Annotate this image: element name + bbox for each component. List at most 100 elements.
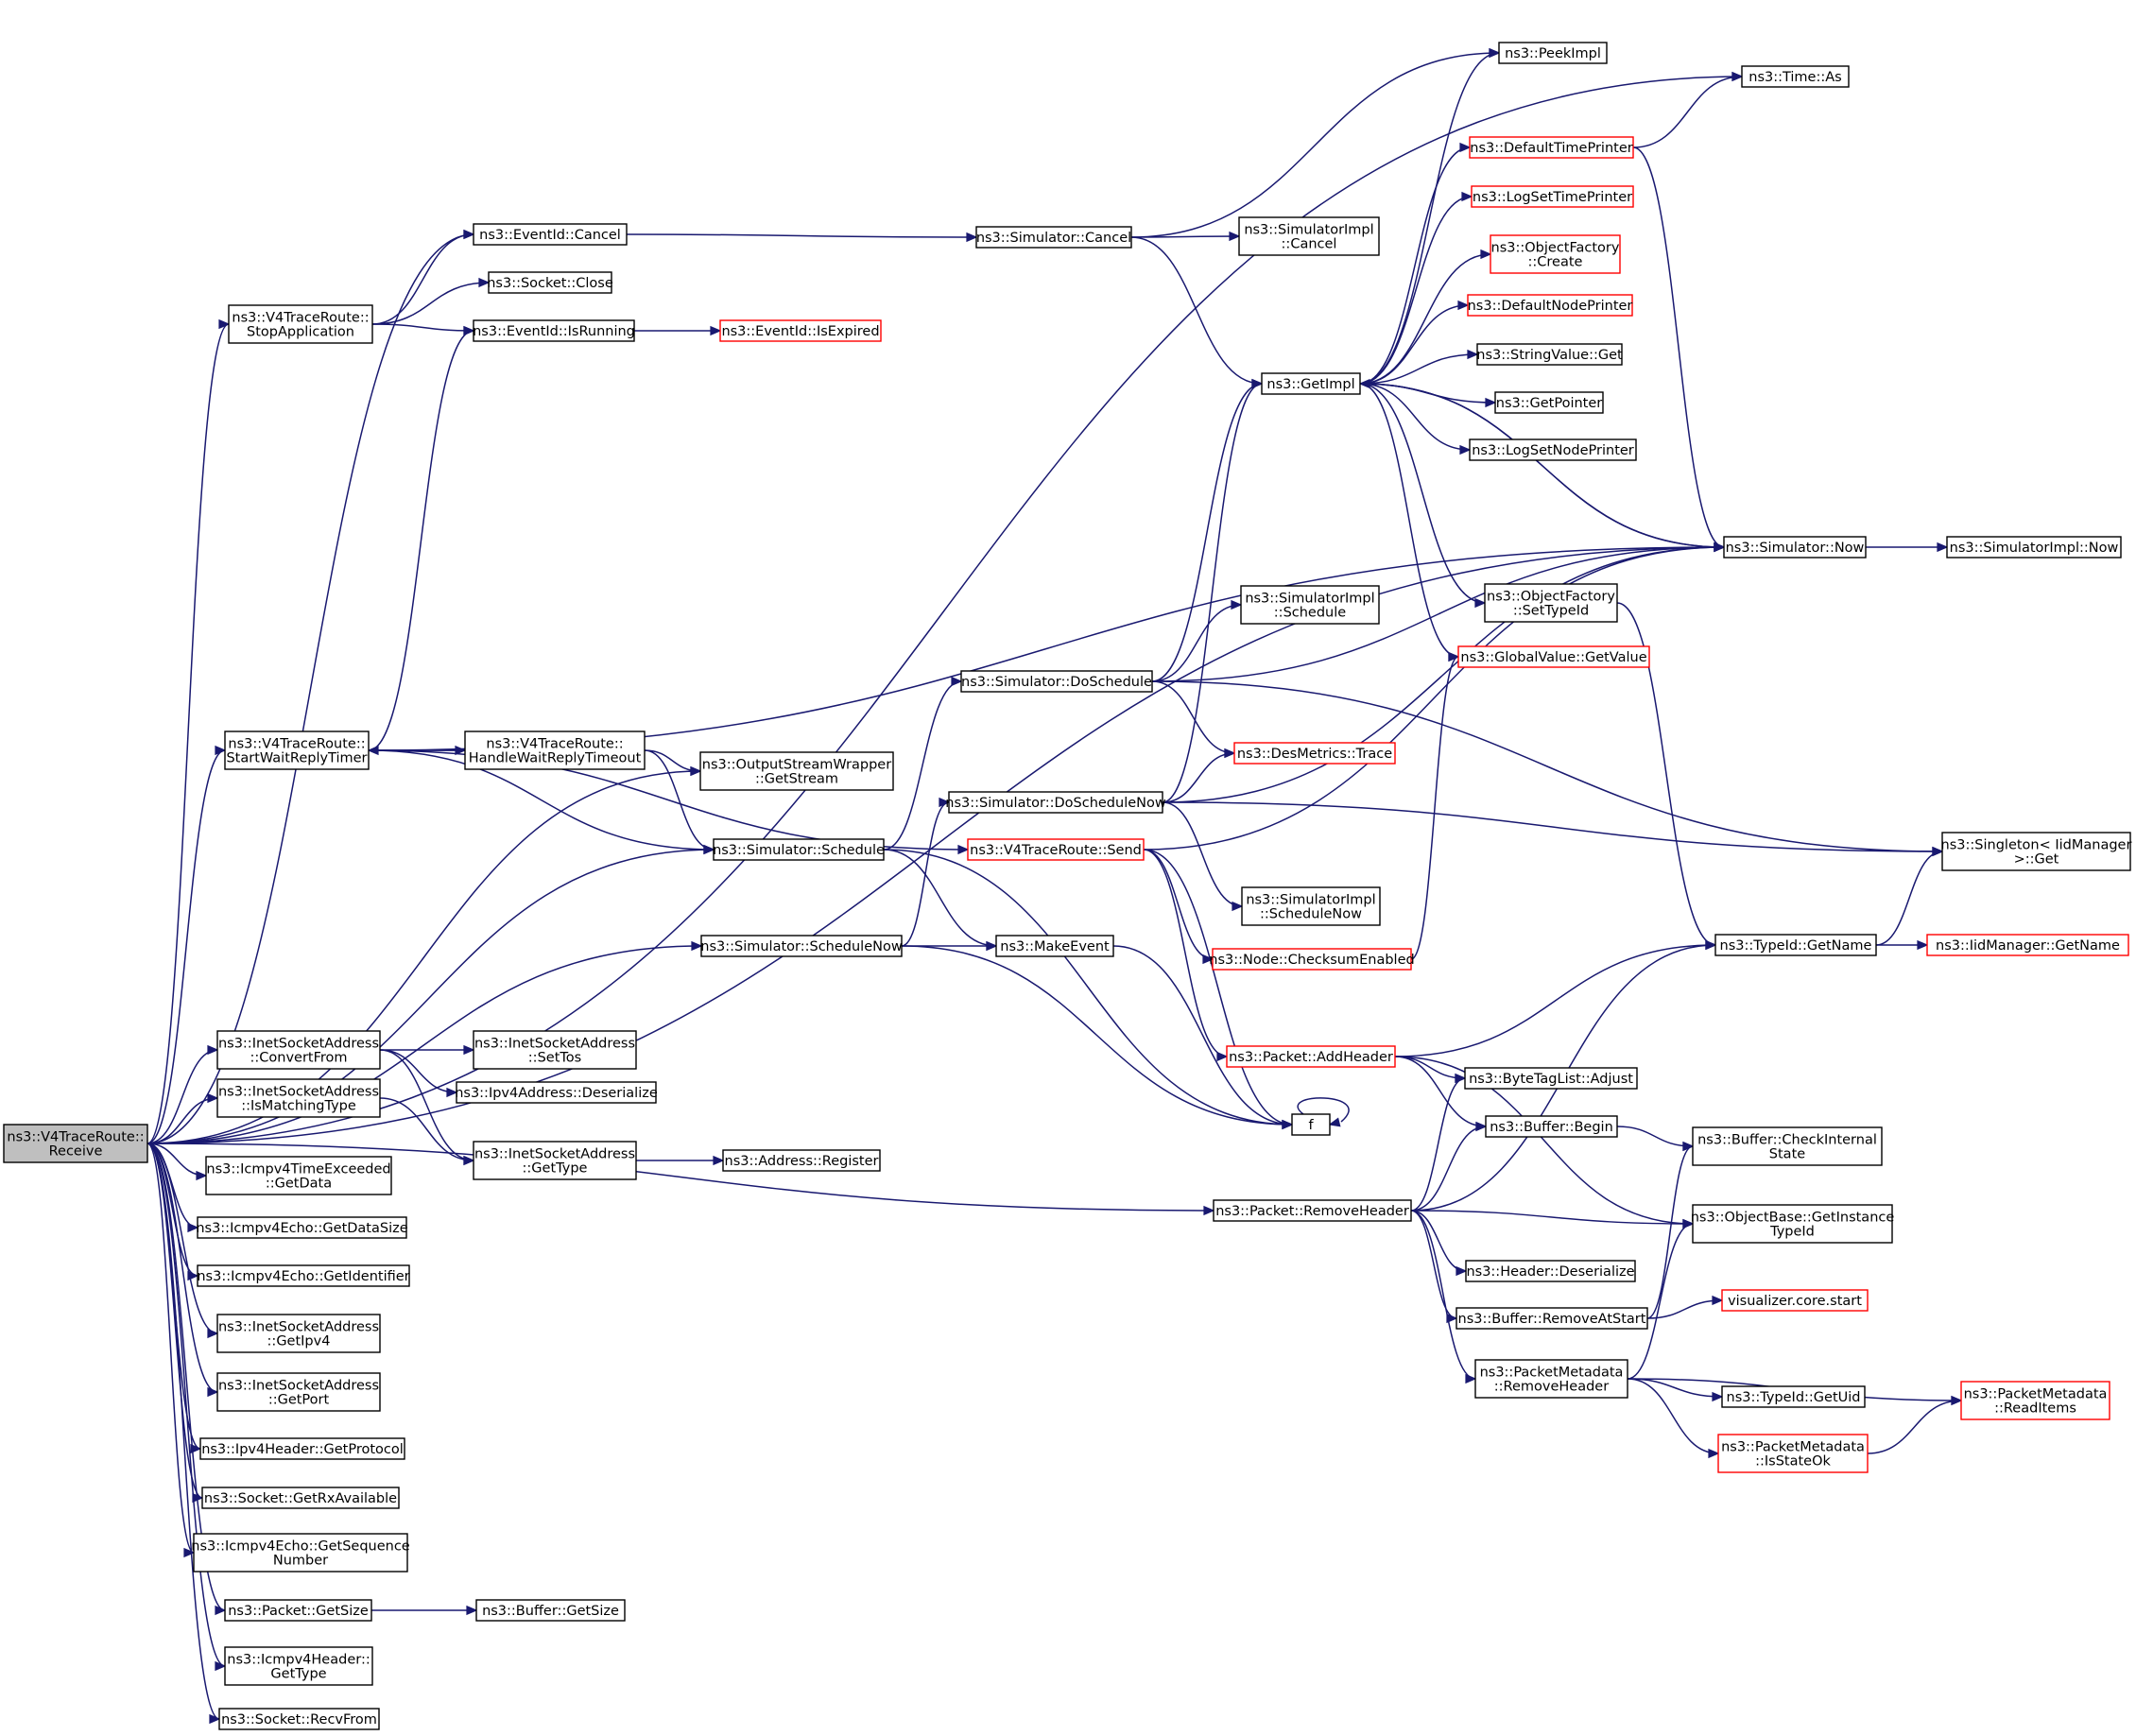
- node-f[interactable]: f: [1291, 1113, 1331, 1136]
- node-deftimeprinter[interactable]: ns3::DefaultTimePrinter: [1469, 136, 1634, 159]
- node-box[interactable]: [473, 319, 635, 342]
- node-box[interactable]: [197, 1216, 407, 1239]
- node-box[interactable]: [1926, 934, 2129, 956]
- node-settos[interactable]: ns3::InetSocketAddress::SetTos: [473, 1030, 637, 1070]
- node-box[interactable]: [1692, 1204, 1893, 1244]
- node-recvfrom[interactable]: ns3::Socket::RecvFrom: [218, 1708, 380, 1730]
- node-simcancel[interactable]: ns3::Simulator::Cancel: [975, 226, 1132, 249]
- node-box[interactable]: [1474, 1359, 1628, 1399]
- node-box[interactable]: [1490, 234, 1621, 274]
- node-ipv4deser[interactable]: ns3::Ipv4Address::Deserialize: [455, 1081, 658, 1104]
- node-box[interactable]: [1465, 1260, 1636, 1282]
- node-box[interactable]: [193, 1533, 408, 1573]
- node-box[interactable]: [224, 1599, 372, 1622]
- node-box[interactable]: [488, 271, 612, 294]
- node-vizstart[interactable]: visualizer.core.start: [1721, 1289, 1869, 1312]
- node-box[interactable]: [201, 1487, 400, 1509]
- node-receive[interactable]: ns3::V4TraceRoute::Receive: [3, 1124, 148, 1163]
- node-objfactsettypeid[interactable]: ns3::ObjectFactory::SetTypeId: [1484, 583, 1618, 623]
- node-headerdeser[interactable]: ns3::Header::Deserialize: [1465, 1260, 1636, 1282]
- node-echoident[interactable]: ns3::Icmpv4Echo::GetIdentifier: [197, 1264, 410, 1287]
- node-box[interactable]: [699, 751, 894, 791]
- node-box[interactable]: [1721, 1385, 1866, 1408]
- node-box[interactable]: [473, 1030, 637, 1070]
- node-getpointer[interactable]: ns3::GetPointer: [1494, 391, 1604, 414]
- node-box[interactable]: [1240, 585, 1380, 625]
- node-box[interactable]: [1723, 536, 1867, 559]
- node-bufremove[interactable]: ns3::Buffer::RemoveAtStart: [1456, 1307, 1648, 1330]
- node-box[interactable]: [1717, 1434, 1869, 1473]
- node-startwait[interactable]: ns3::V4TraceRoute::StartWaitReplyTimer: [224, 730, 370, 770]
- node-box[interactable]: [960, 670, 1153, 693]
- node-convertfrom[interactable]: ns3::InetSocketAddress::ConvertFrom: [216, 1030, 381, 1070]
- node-bytetag[interactable]: ns3::ByteTagList::Adjust: [1464, 1067, 1638, 1090]
- node-icmptimeex[interactable]: ns3::Icmpv4TimeExceeded::GetData: [205, 1156, 392, 1195]
- node-simschedule[interactable]: ns3::Simulator::Schedule: [713, 838, 885, 861]
- node-simimplschedulenow[interactable]: ns3::SimulatorImpl::ScheduleNow: [1241, 886, 1381, 926]
- node-simschedulenow[interactable]: ns3::Simulator::ScheduleNow: [700, 935, 903, 957]
- node-box[interactable]: [475, 1599, 626, 1622]
- node-simimplcancel[interactable]: ns3::SimulatorImpl::Cancel: [1238, 216, 1380, 256]
- node-evrunning[interactable]: ns3::EventId::IsRunning: [473, 319, 635, 342]
- node-box[interactable]: [1960, 1381, 2110, 1420]
- node-box[interactable]: [1941, 832, 2131, 871]
- node-pmremove[interactable]: ns3::PacketMetadata::RemoveHeader: [1474, 1359, 1628, 1399]
- node-box[interactable]: [1291, 1113, 1331, 1136]
- node-box[interactable]: [199, 1437, 405, 1460]
- node-box[interactable]: [713, 838, 885, 861]
- node-timeas[interactable]: ns3::Time::As: [1741, 65, 1850, 88]
- node-box[interactable]: [216, 1314, 381, 1353]
- node-box[interactable]: [975, 226, 1132, 249]
- node-echodatasize[interactable]: ns3::Icmpv4Echo::GetDataSize: [196, 1216, 408, 1239]
- node-box[interactable]: [205, 1156, 392, 1195]
- node-globalvalget[interactable]: ns3::GlobalValue::GetValue: [1457, 645, 1650, 668]
- node-getstream[interactable]: ns3::OutputStreamWrapper::GetStream: [699, 751, 894, 791]
- node-box[interactable]: [1261, 372, 1361, 395]
- node-box[interactable]: [1714, 934, 1877, 956]
- node-box[interactable]: [1692, 1126, 1883, 1166]
- node-box[interactable]: [1469, 136, 1634, 159]
- node-simimplnow[interactable]: ns3::SimulatorImpl::Now: [1946, 536, 2122, 559]
- node-v4send[interactable]: ns3::V4TraceRoute::Send: [967, 838, 1145, 861]
- node-box[interactable]: [700, 935, 903, 957]
- node-box[interactable]: [473, 223, 628, 246]
- node-getimpl[interactable]: ns3::GetImpl: [1261, 372, 1361, 395]
- node-box[interactable]: [1213, 1199, 1412, 1222]
- node-box[interactable]: [464, 730, 646, 770]
- node-simimplschedule[interactable]: ns3::SimulatorImpl::Schedule: [1240, 585, 1380, 625]
- node-box[interactable]: [1498, 42, 1608, 64]
- node-box[interactable]: [995, 935, 1114, 957]
- node-box[interactable]: [1233, 742, 1396, 765]
- node-box[interactable]: [1457, 645, 1650, 668]
- node-objfactcreate[interactable]: ns3::ObjectFactory::Create: [1490, 234, 1621, 274]
- node-box[interactable]: [1456, 1307, 1648, 1330]
- node-pmreaditems[interactable]: ns3::PacketMetadata::ReadItems: [1960, 1381, 2110, 1420]
- node-icmpgettype[interactable]: ns3::Icmpv4Header::GetType: [224, 1646, 373, 1686]
- node-handlewait[interactable]: ns3::V4TraceRoute::HandleWaitReplyTimeou…: [464, 730, 646, 770]
- node-box[interactable]: [197, 1264, 410, 1287]
- node-box[interactable]: [228, 304, 373, 344]
- node-box[interactable]: [1226, 1045, 1396, 1068]
- node-box[interactable]: [3, 1124, 148, 1163]
- node-ismatching[interactable]: ns3::InetSocketAddress::IsMatchingType: [216, 1078, 381, 1118]
- node-box[interactable]: [216, 1372, 381, 1412]
- node-evexpired[interactable]: ns3::EventId::IsExpired: [719, 319, 882, 342]
- node-box[interactable]: [1241, 886, 1381, 926]
- node-checksum[interactable]: ns3::Node::ChecksumEnabled: [1209, 948, 1415, 971]
- node-addheader[interactable]: ns3::Packet::AddHeader: [1226, 1045, 1396, 1068]
- node-box[interactable]: [1476, 343, 1623, 366]
- node-simnow[interactable]: ns3::Simulator::Now: [1723, 536, 1867, 559]
- node-getport[interactable]: ns3::InetSocketAddress::GetPort: [216, 1372, 381, 1412]
- node-simdoschedulenow[interactable]: ns3::Simulator::DoScheduleNow: [945, 791, 1166, 814]
- node-box[interactable]: [1467, 294, 1633, 317]
- node-box[interactable]: [967, 838, 1145, 861]
- node-defnodeprinter[interactable]: ns3::DefaultNodePrinter: [1467, 294, 1633, 317]
- node-box[interactable]: [456, 1081, 657, 1104]
- node-box[interactable]: [1471, 185, 1634, 208]
- node-pmstateok[interactable]: ns3::PacketMetadata::IsStateOk: [1717, 1434, 1869, 1473]
- node-sockclose[interactable]: ns3::Socket::Close: [487, 271, 613, 294]
- node-inetgettype[interactable]: ns3::InetSocketAddress::GetType: [473, 1141, 637, 1180]
